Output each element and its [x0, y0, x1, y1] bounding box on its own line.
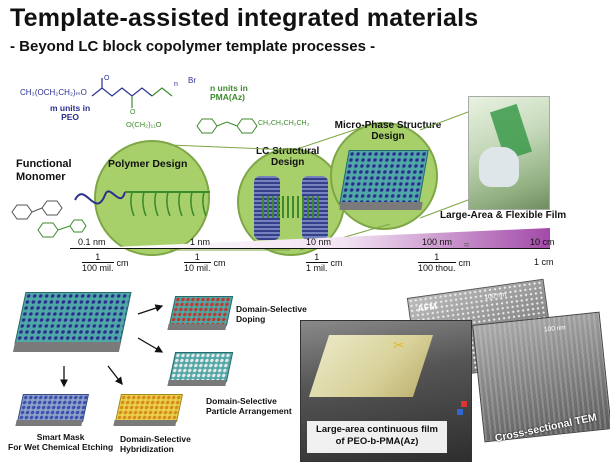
functional-monomer-label: Functional Monomer	[16, 158, 72, 184]
hybrid-line2: Hybridization	[120, 444, 174, 454]
particle-label: Domain-Selective Particle Arrangement	[206, 396, 292, 416]
scale-label-10nm: 10 nm	[306, 237, 332, 247]
lc-structural-label: LC Structural Design	[256, 146, 319, 168]
particle-block	[168, 352, 234, 382]
polymer-design-label: Polymer Design	[108, 158, 188, 170]
n-units-line1: n units in	[210, 83, 248, 93]
svg-text:O: O	[130, 109, 136, 114]
scale-label-100nm: 100 nm	[422, 237, 453, 247]
smart-mask-line1: Smart Mask	[36, 432, 85, 442]
doping-line2: Doping	[236, 314, 266, 324]
film-roll	[308, 335, 434, 397]
monomer-structure-icon	[11, 200, 87, 238]
fraction-num: 1	[184, 252, 211, 263]
doping-base	[167, 324, 227, 330]
smart-mask-label: Smart Mask For Wet Chemical Etching	[8, 432, 113, 452]
peo-formula: CH₃(OCH₂CH₂)ₘO	[20, 88, 87, 97]
film-caption: Large-area continuous film of PEO-b-PMA(…	[311, 424, 443, 448]
doping-line1: Domain-Selective	[236, 304, 307, 314]
fraction-unit: cm	[116, 257, 129, 268]
flexible-film-photo	[468, 96, 550, 210]
gloved-hand	[479, 147, 519, 187]
film-caption-box	[307, 421, 447, 453]
fraction-num: 1	[306, 252, 328, 263]
scale-label-10cm: 10 cm	[530, 237, 555, 247]
fraction-num: 1	[418, 252, 456, 263]
hybrid-line1: Domain-Selective	[120, 434, 191, 444]
scale-label-0-1nm: 0.1 nm	[78, 237, 106, 247]
svg-text:n: n	[174, 81, 178, 88]
chemical-structure: CH₃(OCH₂CH₂)ₘO O O n Br m units in PEO n…	[20, 74, 330, 144]
afm-scale-bar: 100 nm	[484, 291, 506, 301]
particle-line2: Particle Arrangement	[206, 406, 292, 416]
film-photo: ✂ Large-area continuous film of PEO-b-PM…	[300, 320, 472, 462]
tail-label: CH₂CH₂CH₂CH₃	[258, 120, 310, 127]
lc-structural-line2: Design	[271, 157, 305, 168]
fraction-den: 100 thou.	[418, 263, 456, 273]
functional-monomer-line1: Functional	[16, 158, 72, 170]
micro-phase-line1: Micro-Phase Structure	[334, 120, 442, 131]
polymer-chain-icon	[74, 190, 210, 217]
fraction-unit: cm	[330, 257, 343, 268]
m-units-line2: PEO	[61, 112, 80, 122]
doping-block	[168, 296, 234, 326]
doping-label: Domain-Selective Doping	[236, 304, 307, 324]
afm-scale-bar-text: 100 nm	[484, 291, 507, 302]
fraction-den: 1 mil.	[306, 263, 328, 273]
lc-structural-line1: LC Structural	[256, 146, 320, 157]
scale-label-1cm: 1 cm	[534, 257, 554, 267]
hybrid-label: Domain-Selective Hybridization	[120, 434, 191, 454]
fraction-unit: cm	[458, 257, 471, 268]
film-marker-blue	[457, 409, 463, 415]
length-scale-axis	[70, 248, 550, 249]
br-label: Br	[188, 76, 196, 85]
tem-scale-bar: 100 nm	[544, 324, 566, 333]
large-area-flexible-label: Large-Area & Flexible Film	[440, 210, 567, 221]
svg-text:O: O	[104, 75, 110, 82]
backbone-structure-icon: O O n	[91, 75, 178, 114]
n-units-line2: PMA(Az)	[210, 92, 245, 102]
film-caption-line1: Large-area continuous film	[316, 424, 438, 435]
particle-base	[167, 380, 227, 386]
page-title: Template-assisted integrated materials	[10, 4, 479, 32]
side-chain-label: O(CH₂)₁₁O	[126, 120, 162, 129]
hybrid-base	[113, 420, 177, 426]
smart-mask-base	[15, 420, 83, 426]
micro-phase-label: Micro-Phase Structure Design	[328, 120, 448, 142]
tem-scale-bar-text: 100 nm	[543, 324, 567, 334]
fraction-den: 100 mil.	[82, 263, 114, 273]
film-marker-red	[461, 401, 467, 407]
lc-mesogen-band	[262, 196, 320, 218]
scale-label-1nm: 1 nm	[190, 237, 211, 247]
application-arrows	[60, 304, 164, 388]
m-units-label: m units in PEO	[50, 104, 90, 122]
m-units-line1: m units in	[50, 103, 91, 113]
micro-phase-line2: Design	[371, 131, 405, 142]
particle-line1: Domain-Selective	[206, 396, 277, 406]
fraction-den: 10 mil.	[184, 263, 211, 273]
smart-mask-block	[17, 394, 89, 422]
smart-mask-line2: For Wet Chemical Etching	[8, 442, 114, 452]
functional-monomer-line2: Monomer	[16, 171, 66, 183]
azobenzene-icon	[196, 118, 258, 134]
scissors-icon: ✂	[393, 337, 405, 353]
fraction-unit: cm	[213, 257, 226, 268]
film-caption-line2: of PEO-b-PMA(Az)	[335, 436, 419, 447]
fraction-num: 1	[82, 252, 114, 263]
hybrid-block	[115, 394, 183, 422]
scale-break-mark: ≈	[464, 240, 470, 251]
page-subtitle: - Beyond LC block copolymer template pro…	[10, 38, 376, 55]
n-units-label: n units in PMA(Az)	[210, 84, 248, 102]
afm-label: AFM	[416, 300, 438, 314]
